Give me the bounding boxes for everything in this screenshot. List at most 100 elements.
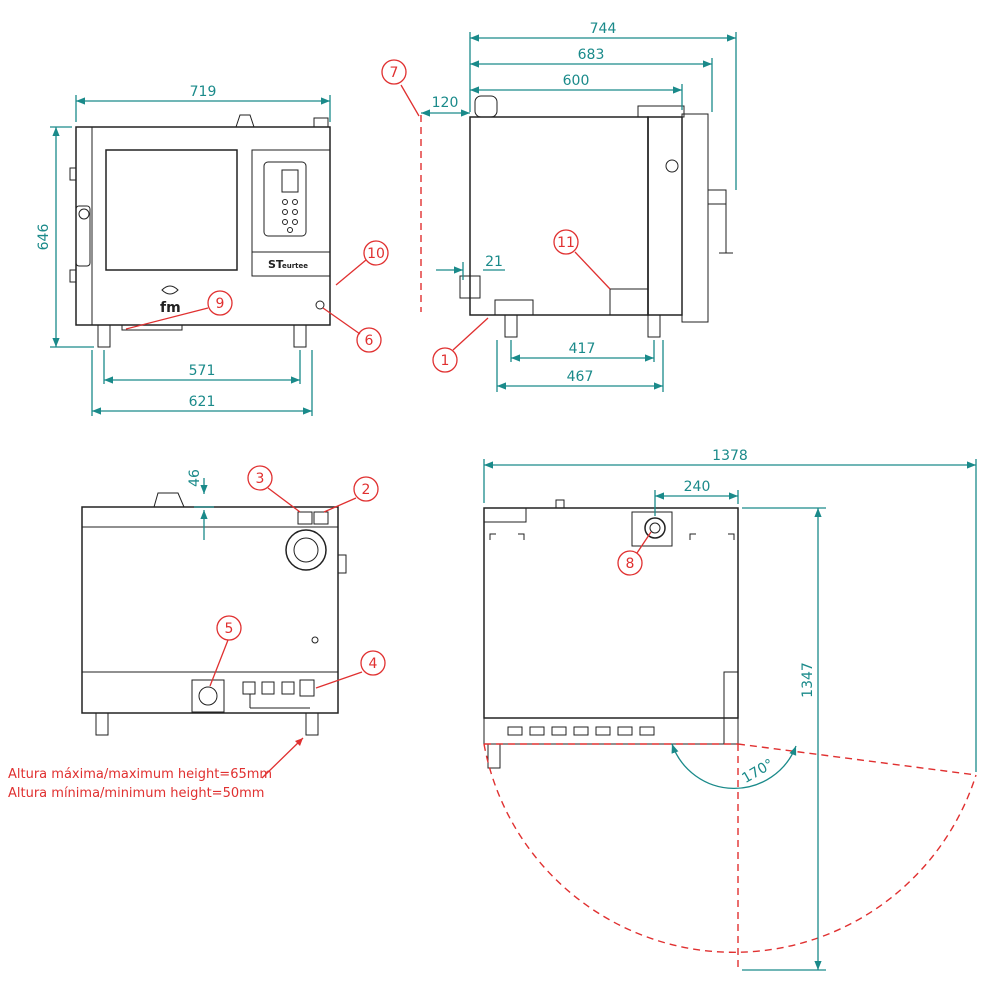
- callout-10: 10: [335, 240, 389, 286]
- svg-text:9: 9: [216, 296, 225, 312]
- front-door-window: [105, 149, 238, 271]
- callout-2: 2: [323, 476, 379, 513]
- rear-side-tab: [337, 554, 347, 574]
- side-door-glass: [681, 113, 709, 323]
- rear-port-3: [297, 511, 313, 525]
- callout-3: 3: [247, 465, 301, 513]
- svg-text:1: 1: [441, 353, 450, 369]
- front-logo-leaf-icon: [161, 285, 179, 295]
- front-handle-knob: [78, 208, 90, 220]
- front-hinge-lower: [69, 269, 77, 283]
- side-view: 744 683 600 120 21 417: [381, 21, 737, 392]
- side-foot-front: [647, 314, 661, 338]
- front-body-outline: [75, 126, 331, 326]
- front-dim-height: 646: [36, 126, 94, 348]
- top-view: 170° 1378 240 1347 8: [483, 448, 977, 971]
- rear-foot-left: [95, 712, 109, 736]
- side-dim-drain-offset: 21: [436, 254, 505, 280]
- front-logo: fm: [160, 300, 181, 316]
- svg-text:120: 120: [432, 95, 459, 111]
- rear-view: 46 3 2 5 4 Altura máxima/maximum height=…: [8, 465, 386, 801]
- note-max-height: Altura máxima/maximum height=65mm: [8, 767, 272, 782]
- front-side-connector: [315, 300, 325, 310]
- side-drain-connector: [459, 275, 481, 299]
- top-rear-knob: [555, 499, 565, 509]
- top-corner-marks: [489, 533, 735, 540]
- side-door-handle: [708, 189, 733, 254]
- front-brand-strip: [251, 251, 331, 277]
- svg-text:417: 417: [569, 341, 596, 357]
- rear-fan-outer: [285, 529, 327, 571]
- front-control-display: [281, 169, 299, 193]
- side-door-profile: [647, 116, 683, 316]
- callout-9: 9: [125, 290, 233, 330]
- top-foot: [487, 743, 501, 769]
- callout-11: 11: [553, 229, 611, 290]
- rear-power-socket: [198, 686, 218, 706]
- svg-text:240: 240: [684, 479, 711, 495]
- rear-screw: [311, 636, 319, 644]
- top-hinge-bracket: [723, 671, 739, 745]
- front-control-buttons: [282, 199, 298, 233]
- front-panel-model: eurtee: [282, 262, 308, 270]
- front-view: ST eurtee fm 719 646 571 621: [36, 84, 389, 416]
- side-dim-rear-clearance: 120: [421, 95, 470, 117]
- svg-text:8: 8: [626, 556, 635, 572]
- front-foot-right: [293, 324, 307, 348]
- side-vent-box: [609, 288, 649, 316]
- side-dim-feet-outer: 467: [496, 340, 664, 392]
- callout-4: 4: [315, 650, 386, 689]
- top-vent-outer: [644, 517, 666, 539]
- callout-foot-height: [261, 737, 304, 779]
- front-top-cap: [313, 117, 329, 128]
- svg-text:571: 571: [189, 363, 216, 379]
- side-dim-depth-handle: 683: [470, 47, 713, 112]
- front-dim-feet-outer: 621: [91, 350, 313, 416]
- front-top-vent: [235, 114, 255, 128]
- top-dim-width-open: 1378: [483, 448, 977, 772]
- svg-text:10: 10: [367, 246, 385, 262]
- side-dim-depth-body: 600: [470, 73, 683, 110]
- svg-text:1347: 1347: [800, 662, 816, 698]
- top-door-angle: 170°: [671, 743, 797, 790]
- side-dim-feet-inner: 417: [510, 340, 655, 362]
- rear-foot-right: [305, 712, 319, 736]
- callout-7: 7: [381, 59, 420, 117]
- svg-text:7: 7: [390, 65, 399, 81]
- svg-text:11: 11: [557, 235, 575, 251]
- svg-text:170°: 170°: [739, 756, 776, 787]
- front-dim-width: 719: [75, 84, 331, 122]
- front-control-display-frame: [263, 161, 307, 237]
- svg-text:1378: 1378: [712, 448, 748, 464]
- note-min-height: Altura mínima/minimum height=50mm: [8, 786, 264, 801]
- top-door-swing: [483, 743, 977, 970]
- rear-chimney: [153, 492, 185, 508]
- side-base-box: [494, 299, 534, 316]
- svg-text:646: 646: [36, 224, 52, 251]
- rear-fan-inner: [293, 537, 319, 563]
- svg-text:683: 683: [578, 47, 605, 63]
- svg-text:5: 5: [225, 621, 234, 637]
- front-door-handle: [75, 205, 91, 267]
- top-body-outline: [483, 507, 739, 719]
- side-top-hood: [637, 105, 685, 118]
- front-panel-label: ST: [268, 258, 284, 271]
- front-hinge-upper: [69, 167, 77, 181]
- callout-5: 5: [209, 615, 242, 687]
- top-door-slots: [507, 726, 655, 736]
- rear-port-2: [313, 511, 329, 525]
- svg-text:2: 2: [362, 482, 371, 498]
- svg-text:621: 621: [189, 394, 216, 410]
- top-dim-vent-offset: 240: [654, 479, 739, 516]
- side-chimney: [474, 95, 498, 118]
- side-door-latch: [665, 159, 679, 173]
- svg-text:4: 4: [369, 656, 378, 672]
- front-base-strip: [121, 324, 183, 331]
- top-vent-frame: [631, 511, 673, 547]
- svg-text:21: 21: [485, 254, 503, 270]
- svg-text:46: 46: [187, 469, 203, 487]
- top-dim-depth-open: 1347: [742, 507, 826, 971]
- rear-dim-top-offset: 46: [187, 469, 214, 540]
